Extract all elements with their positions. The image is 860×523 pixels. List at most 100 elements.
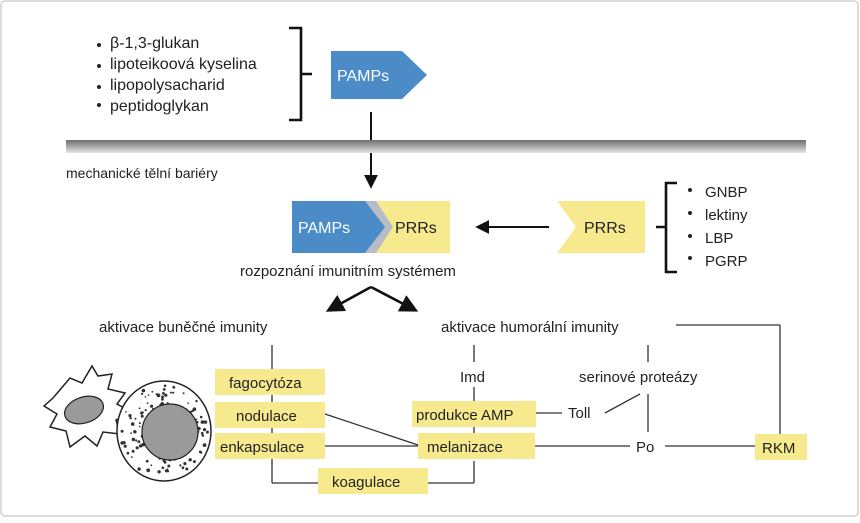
prr-item-pgrp: PGRP: [705, 253, 748, 270]
granule: [138, 425, 141, 428]
koagulace-box: [318, 468, 428, 494]
granule: [162, 388, 166, 391]
amoeboid-nucleus-icon: [63, 395, 105, 425]
granule: [200, 420, 205, 424]
granule: [157, 470, 161, 474]
granule: [142, 411, 144, 414]
granule: [145, 459, 149, 463]
granule: [130, 422, 135, 426]
granule: [164, 469, 168, 473]
prrs-label-complex: PRRs: [395, 220, 437, 237]
granule: [164, 393, 168, 397]
granule: [181, 466, 185, 470]
bullet: [688, 256, 692, 260]
enkapsulace-label: enkapsulace: [220, 439, 304, 456]
granule: [137, 467, 141, 471]
rkm-box: [755, 434, 807, 460]
nodulace-label: nodulace: [236, 408, 297, 425]
granule: [201, 434, 205, 437]
bullet: [688, 211, 692, 215]
pamps-shape-complex: [292, 201, 385, 253]
granule: [129, 417, 132, 420]
granule: [161, 397, 164, 401]
enkapsulace-box: [215, 433, 325, 459]
bullet: [688, 188, 692, 192]
prrs-list: GNBP lektiny LBP PGRP: [688, 184, 748, 270]
pamp-item-lipoteichoic-acid: lipoteikoová kyselina: [110, 56, 257, 73]
granule: [137, 440, 141, 444]
arrow-to-cellular: [325, 285, 372, 312]
granule: [150, 404, 154, 408]
granule: [191, 409, 194, 413]
pamps-list: β-1,3-glukan lipoteikoová kyselina lipop…: [97, 35, 257, 115]
humoral-title: aktivace humorální imunity: [441, 319, 619, 336]
fagocytoza-label: fagocytóza: [229, 375, 302, 392]
granule: [162, 392, 165, 395]
pamps-label-top: PAMPs: [337, 68, 389, 85]
nodulace-box: [215, 402, 325, 428]
granule: [202, 443, 207, 447]
prr-item-gnbp: GNBP: [705, 184, 748, 201]
imd-label: Imd: [460, 369, 485, 386]
granule: [141, 388, 146, 393]
granule: [206, 430, 209, 434]
granule: [185, 467, 189, 471]
bullet: [97, 43, 101, 47]
hemocyte-illustration: [42, 364, 212, 482]
bullet: [97, 103, 101, 107]
granule: [192, 407, 197, 412]
granule: [163, 384, 167, 388]
pamps-bracket: [289, 26, 312, 122]
granule: [141, 392, 144, 395]
granule: [146, 402, 149, 404]
granule: [134, 417, 137, 420]
granule: [123, 444, 127, 448]
granule: [161, 466, 165, 470]
toll-label: Toll: [568, 405, 591, 422]
granule: [131, 437, 136, 442]
granule: [147, 394, 150, 396]
granule: [151, 390, 154, 393]
granule: [150, 464, 153, 467]
granule: [130, 432, 133, 434]
granule: [126, 451, 130, 455]
fagocytoza-box: [215, 369, 325, 395]
granule: [199, 415, 203, 419]
melanizace-box: [418, 433, 535, 459]
prrs-label-right: PRRs: [584, 220, 626, 237]
granule: [156, 393, 161, 398]
granule: [125, 411, 127, 413]
cellular-title: aktivace buněčné imunity: [99, 319, 268, 336]
granule: [198, 427, 201, 430]
pamp-item-peptidoglycan: peptidoglykan: [110, 98, 209, 115]
granule: [203, 421, 206, 424]
granule: [161, 395, 165, 399]
arrow-to-humoral: [370, 285, 419, 312]
serine-proteases-label: serinové proteázy: [579, 369, 698, 386]
granule: [138, 422, 141, 425]
granule: [135, 446, 139, 450]
pamps-shape-top: [331, 51, 427, 99]
granule: [144, 396, 147, 398]
pamp-item-glucan: β-1,3-glukan: [110, 35, 199, 52]
prr-item-lectins: lektiny: [705, 207, 748, 224]
granule: [179, 464, 182, 467]
amp-box: [412, 401, 536, 427]
pamp-item-lipopolysaccharide: lipopolysacharid: [110, 77, 225, 94]
barrier-band: [66, 140, 806, 153]
granule: [188, 458, 192, 462]
granule: [128, 414, 132, 418]
bullet: [97, 85, 101, 89]
granule: [192, 460, 196, 464]
granule: [202, 428, 207, 432]
recognition-label: rozpoznání imunitním systémem: [240, 263, 456, 280]
koagulace-label: koagulace: [332, 474, 400, 491]
granule: [187, 402, 189, 404]
granular-nucleus-icon: [141, 403, 199, 461]
rkm-label: RKM: [762, 440, 795, 457]
barrier-label: mechanické tělní bariéry: [66, 165, 218, 181]
prrs-shape-right: [557, 201, 645, 253]
granule: [144, 409, 147, 412]
granule: [135, 439, 138, 442]
